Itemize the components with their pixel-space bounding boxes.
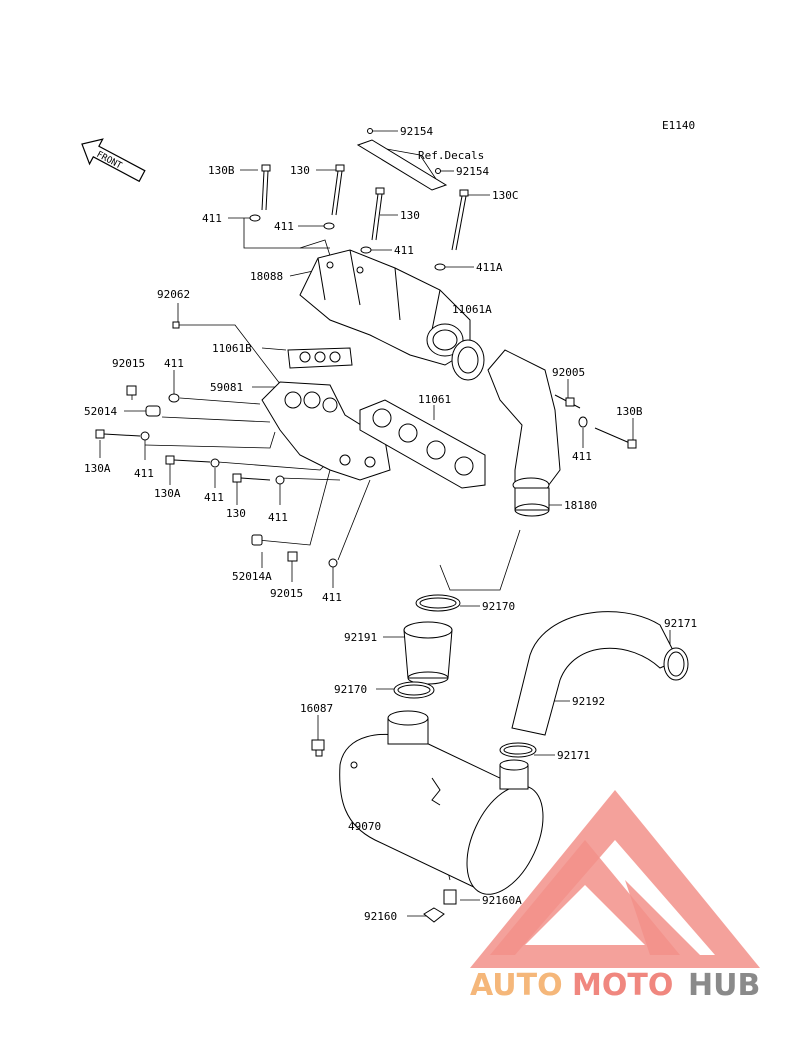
bolt-130-center [371, 187, 385, 241]
label-130-top: 130 [290, 164, 310, 177]
washer-411-b [323, 222, 335, 230]
label-411-e: 411 [134, 467, 154, 480]
label-59081: 59081 [210, 381, 243, 394]
pad-92160a [443, 889, 457, 905]
washer-411-e [140, 431, 150, 441]
label-130-center: 130 [400, 209, 420, 222]
label-92005: 92005 [552, 366, 585, 379]
washer-411-i [578, 416, 588, 428]
hose-92191 [403, 621, 453, 685]
exhaust-pipe-18180 [487, 349, 561, 517]
bolt-130-lower [232, 473, 271, 483]
washer-411-d [168, 393, 180, 403]
bolt-130-top [331, 164, 345, 216]
label-11061: 11061 [418, 393, 451, 406]
clamp-92170-b [393, 681, 435, 699]
label-92170-a: 92170 [482, 600, 515, 613]
diagram-code: E1140 [662, 119, 695, 132]
label-411-g: 411 [268, 511, 288, 524]
washer-411-f [210, 458, 220, 468]
hose-92192 [511, 611, 679, 736]
label-130-lower: 130 [226, 507, 246, 520]
gasket-11061b [287, 347, 353, 369]
muffler-49070 [339, 710, 544, 895]
clamp-92170-a [415, 594, 461, 612]
decal-plate [356, 139, 448, 191]
clamp-92171-b [499, 742, 537, 758]
bolt-92062 [172, 321, 180, 329]
stud-92005 [554, 394, 581, 409]
washer-411a [434, 263, 446, 271]
label-130c: 130C [492, 189, 519, 202]
label-92160: 92160 [364, 910, 397, 923]
label-411-f: 411 [204, 491, 224, 504]
label-411-h: 411 [322, 591, 342, 604]
label-52014a: 52014A [232, 570, 272, 583]
label-16087: 16087 [300, 702, 333, 715]
logo-text-moto: MOTO [572, 968, 673, 1003]
label-92154-a: 92154 [400, 125, 433, 138]
bolt-130b-top [261, 164, 271, 211]
label-411a: 411A [476, 261, 503, 274]
label-11061a: 11061A [452, 303, 492, 316]
label-92015-b: 92015 [270, 587, 303, 600]
label-52014: 52014 [84, 405, 117, 418]
logo-text-hub: HUB [688, 968, 760, 1003]
washer-411-a [249, 214, 261, 222]
label-130b-top: 130B [208, 164, 235, 177]
label-130b-right: 130B [616, 405, 643, 418]
label-411-a: 411 [202, 212, 222, 225]
plug-52014 [145, 405, 161, 417]
label-92171-a: 92171 [664, 617, 697, 630]
label-92154-b: 92154 [456, 165, 489, 178]
plug-52014a [251, 534, 263, 546]
label-11061b: 11061B [212, 342, 252, 355]
label-92062: 92062 [157, 288, 190, 301]
label-411-i: 411 [572, 450, 592, 463]
bolt-130a-b [165, 455, 211, 465]
bolt-130b-right [594, 427, 637, 449]
label-18088: 18088 [250, 270, 283, 283]
exhaust-manifold-18088 [299, 249, 471, 366]
label-92160a: 92160A [482, 894, 522, 907]
label-411-d: 411 [164, 357, 184, 370]
washer-411-h [328, 558, 338, 568]
gasket-11061a [451, 339, 485, 381]
logo-text-auto: AUTO [470, 968, 563, 1003]
label-92192: 92192 [572, 695, 605, 708]
plug-16087 [311, 739, 325, 757]
label-49070: 49070 [348, 820, 381, 833]
bolt-130a-a [95, 429, 141, 439]
screw-92154-b [435, 168, 441, 174]
washer-411-g [275, 475, 285, 485]
pad-92160 [423, 907, 445, 923]
clamp-92171-a [663, 647, 689, 681]
label-18180: 18180 [564, 499, 597, 512]
label-130a-a: 130A [84, 462, 111, 475]
washer-411-c [360, 246, 372, 254]
label-130a-b: 130A [154, 487, 181, 500]
gasket-11061 [359, 399, 486, 489]
label-411-c: 411 [394, 244, 414, 257]
label-411-b: 411 [274, 220, 294, 233]
nut-92015-b [287, 551, 298, 562]
label-92191: 92191 [344, 631, 377, 644]
manifold-59081 [261, 381, 391, 481]
label-92170-b: 92170 [334, 683, 367, 696]
label-ref-decals: Ref.Decals [418, 149, 484, 162]
label-92171-b: 92171 [557, 749, 590, 762]
front-arrow-icon: FRONT [81, 138, 146, 183]
automotohub-logo [470, 790, 760, 968]
bolt-130c-top [451, 189, 469, 251]
nut-92015-a [126, 385, 137, 396]
label-92015-a: 92015 [112, 357, 145, 370]
screw-92154-a [367, 128, 373, 134]
